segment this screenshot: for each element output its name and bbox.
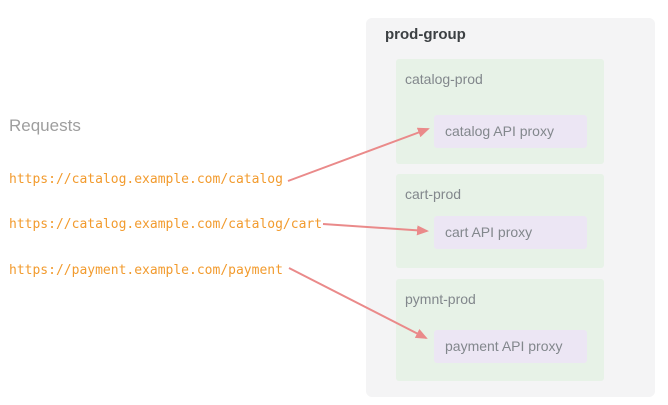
- request-url-payment: https://payment.example.com/payment: [9, 263, 283, 278]
- environment-box-catalog-prod: catalog-prod: [396, 59, 604, 164]
- prod-group-title: prod-group: [385, 26, 466, 43]
- proxy-box-payment: payment API proxy: [434, 330, 587, 363]
- environment-label-pymnt-prod: pymnt-prod: [405, 291, 476, 307]
- proxy-box-catalog: catalog API proxy: [434, 115, 587, 148]
- environment-label-catalog-prod: catalog-prod: [405, 71, 483, 87]
- environment-label-cart-prod: cart-prod: [405, 186, 462, 202]
- request-url-catalog: https://catalog.example.com/catalog: [9, 172, 283, 187]
- requests-heading: Requests: [9, 116, 81, 135]
- proxy-box-cart: cart API proxy: [434, 216, 587, 249]
- request-url-catalog-cart: https://catalog.example.com/catalog/cart: [9, 217, 323, 232]
